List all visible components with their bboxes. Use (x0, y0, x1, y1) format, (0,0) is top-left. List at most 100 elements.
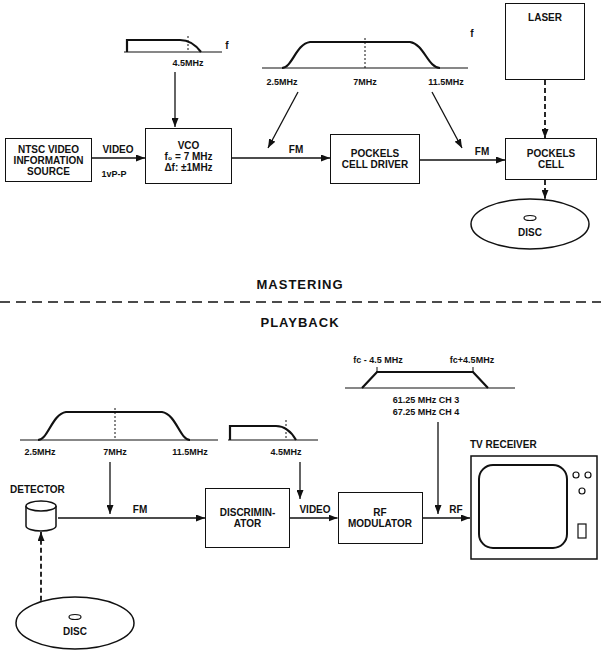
detector-shape-outline (24, 500, 58, 532)
driver-box: POCKELS CELL DRIVER (330, 134, 420, 184)
signal-level: 1vP-P (100, 169, 127, 180)
node-heading: DETECTOR (10, 484, 65, 495)
signal-line (420, 159, 505, 160)
video-spectrum-plot (124, 51, 222, 52)
node-text: POCKELS CELL DRIVER (339, 148, 411, 170)
disc-hole (69, 615, 81, 620)
pointer-arrow (109, 462, 110, 514)
axis-label: f (224, 40, 229, 52)
node-text: POCKELS CELL (514, 148, 588, 170)
frequency-label: 11.5MHz (427, 77, 465, 88)
video-spectrum-plot (286, 420, 287, 440)
signal-line (423, 517, 471, 518)
rf-spectrum-plot (377, 367, 378, 372)
video-spectrum-plot (127, 40, 201, 52)
fm-spectrum-plot (365, 38, 366, 68)
node-text: NTSC VIDEO INFORMATION SOURCE (14, 144, 84, 177)
node-text: RF MODULATOR (347, 507, 414, 529)
node-text: DISCRIMIN- ATOR (214, 507, 281, 529)
pointer-arrow (437, 422, 438, 514)
tv-knob (573, 472, 579, 478)
text-group: RF MODULATOR (347, 507, 414, 529)
signal-line (232, 157, 330, 158)
discriminator-box: DISCRIMIN- ATOR (205, 488, 290, 548)
laser-beam (544, 80, 546, 138)
signal-line (290, 517, 338, 518)
modulator-box: RF MODULATOR (338, 492, 423, 544)
source-box: NTSC VIDEO INFORMATION SOURCE (5, 138, 92, 182)
disc-outline (16, 597, 134, 649)
rf-spectrum-plot (345, 367, 515, 388)
detector-top (26, 501, 56, 511)
text-group: LASER (528, 12, 562, 23)
signal-name: FM (473, 146, 491, 157)
tv-receiver-outline (470, 455, 598, 560)
frequency-label: 11.5MHz (171, 447, 209, 458)
fm-spectrum-plot (115, 408, 116, 440)
pointer-arrow (110, 72, 462, 514)
node-text: LASER (528, 12, 562, 23)
channel-label: 67.25 MHz CH 4 (392, 407, 461, 418)
tv-screen (479, 465, 567, 548)
vco-box: VCOf₀ = 7 MHzΔf: ±1MHz (145, 128, 232, 184)
fm-spectrum-plot (38, 412, 190, 440)
text-group: DISC (63, 626, 87, 637)
signal-name: VIDEO (100, 144, 135, 155)
section-title: MASTERING (256, 277, 345, 292)
pointer-arrow (432, 92, 462, 148)
node-text: Δf: ±1MHz (164, 162, 212, 173)
node-heading: TV RECEIVER (470, 439, 537, 450)
fm-spectrum-plot (282, 42, 440, 68)
frequency-label: 2.5MHz (23, 447, 56, 458)
pointer-arrow (268, 92, 298, 148)
text-group: DISCRIMIN- ATOR (214, 507, 281, 529)
section-title: PLAYBACK (259, 315, 340, 330)
frequency-label: fc - 4.5 MHz (352, 355, 404, 366)
pockels-cell-box: POCKELS CELL (505, 138, 597, 180)
fm-spectrum-plot (20, 408, 218, 440)
signal-name: VIDEO (297, 504, 332, 515)
tv-knob (585, 472, 591, 478)
rf-spectrum-plot (345, 387, 515, 388)
frequency-label: 7MHz (352, 77, 378, 88)
laser-beam (40, 532, 42, 601)
text-group: POCKELS CELL DRIVER (339, 148, 411, 170)
tv-cabinet (471, 456, 597, 559)
section-divider (0, 302, 601, 303)
tv-receiver: TV RECEIVER (470, 455, 598, 560)
pointer-arrow (299, 462, 300, 499)
detector-shape: DETECTOR (24, 500, 58, 532)
disc-outline (471, 199, 589, 249)
node-text: DISC (518, 227, 542, 238)
frequency-label: 7MHz (102, 447, 128, 458)
channel-label: 61.25 MHz CH 3 (392, 395, 461, 406)
laser-beam (544, 180, 546, 199)
frequency-label: 4.5MHz (171, 58, 204, 69)
text-group: POCKELS CELL (514, 148, 588, 170)
frequency-label: 2.5MHz (265, 77, 298, 88)
video-spectrum-plot (228, 439, 318, 440)
disc-shape: DISC (15, 596, 135, 650)
signal-name: FM (131, 504, 149, 515)
signal-line (92, 157, 145, 158)
tv-knob (579, 488, 585, 494)
frequency-label: fc+4.5MHz (449, 355, 495, 366)
disc-shape-outline (470, 198, 590, 250)
frequency-label: 4.5MHz (269, 447, 302, 458)
signal-name: RF (447, 504, 464, 515)
disc-hole (524, 216, 536, 221)
node-text: f₀ = 7 MHz (164, 151, 212, 162)
text-group: DISC (518, 227, 542, 238)
section-divider (0, 301, 601, 303)
disc-shape-outline (15, 596, 135, 650)
node-text: DISC (63, 626, 87, 637)
video-spectrum-plot (124, 36, 222, 52)
text-group: VCOf₀ = 7 MHzΔf: ±1MHz (164, 140, 212, 173)
axis-label: f (469, 28, 474, 40)
tv-switch (578, 524, 586, 538)
fm-spectrum-plot (262, 38, 468, 68)
signal-name: FM (287, 144, 305, 155)
video-spectrum-plot (188, 36, 189, 52)
video-spectrum-plot (228, 420, 318, 440)
